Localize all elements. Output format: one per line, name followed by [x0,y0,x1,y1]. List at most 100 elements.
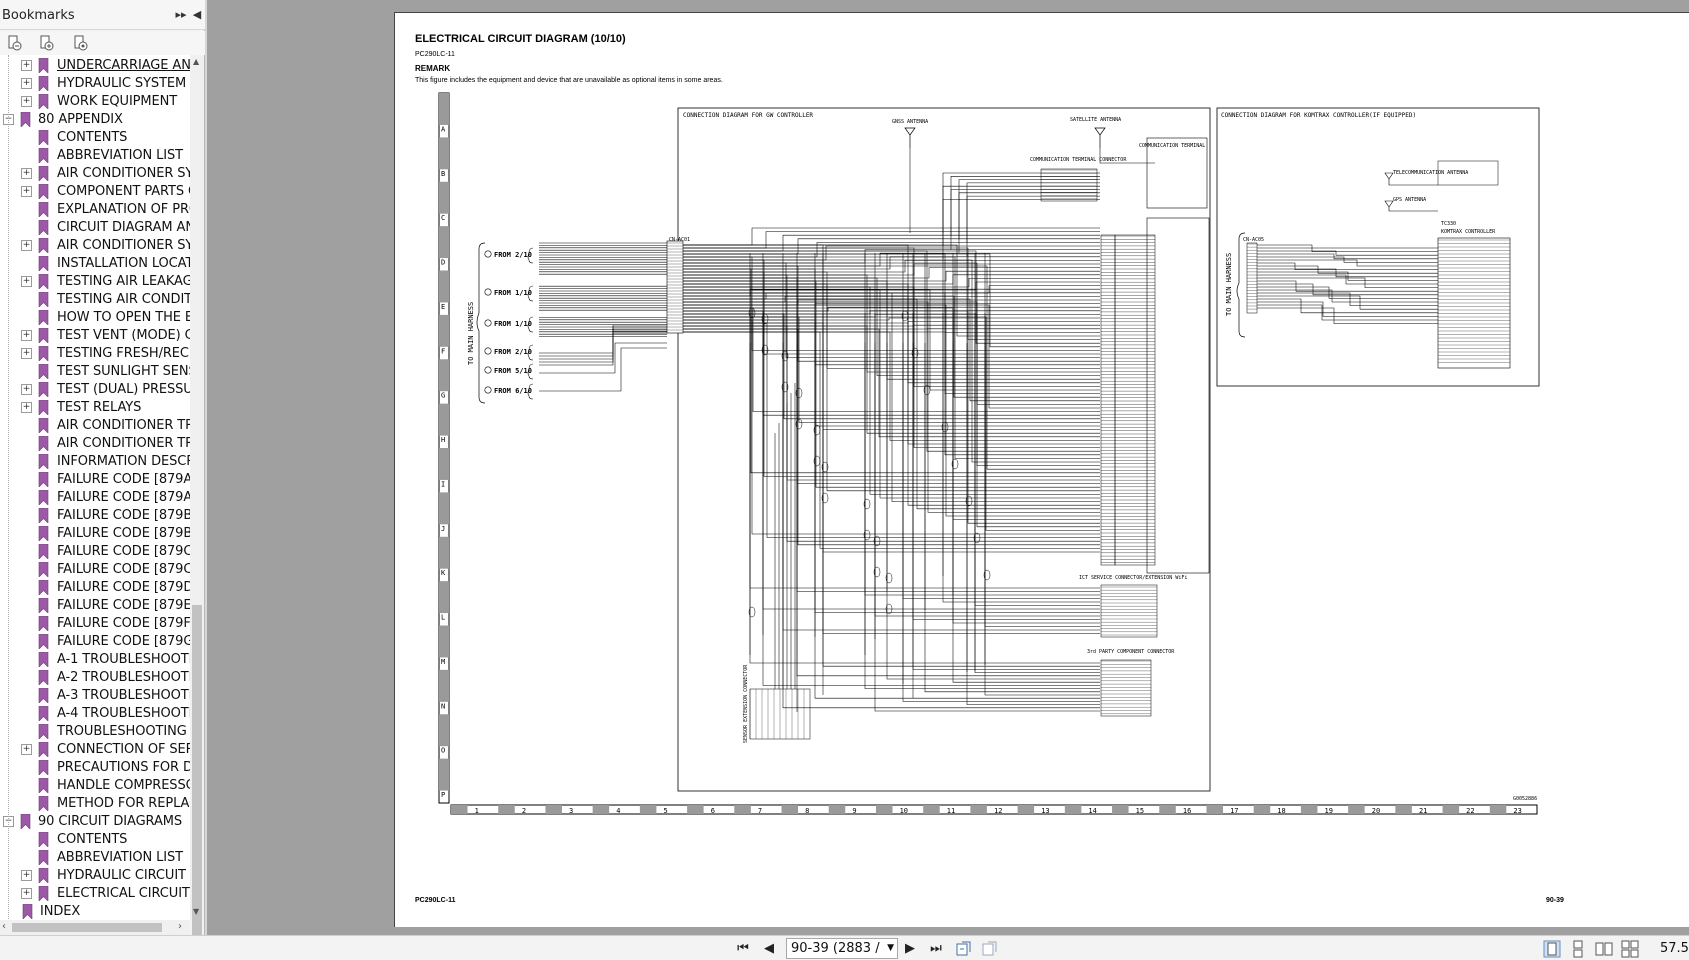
bookmark-item[interactable]: INFORMATION DESCRI [0,453,190,471]
bookmark-item[interactable]: HOW TO OPEN THE E [0,309,190,327]
expand-icon[interactable]: + [21,60,32,71]
expand-icon[interactable]: + [21,240,32,251]
bookmark-item[interactable]: ABBREVIATION LIST [0,147,190,165]
bookmark-item[interactable]: FAILURE CODE [879CK [0,543,190,561]
bookmark-item[interactable]: FAILURE CODE [879GK [0,633,190,651]
bookmark-item[interactable]: A-3 TROUBLESHOOTIN [0,687,190,705]
bookmark-item[interactable]: PRECAUTIONS FOR DIS [0,759,190,777]
scroll-left-icon[interactable]: ‹ [2,921,6,932]
bookmark-item[interactable]: EXPLANATION OF PRO [0,201,190,219]
zoom-level[interactable]: 57.59 [1660,941,1689,956]
bookmark-item[interactable]: +HYDRAULIC CIRCUIT D [0,867,190,885]
bookmark-item[interactable]: CIRCUIT DIAGRAM AND [0,219,190,237]
wire [1247,295,1438,310]
bookmarks-vertical-scrollbar[interactable]: ▲ ▼ [190,55,204,945]
bookmark-item[interactable]: CONTENTS [0,831,190,849]
find-bookmark-icon[interactable] [72,34,90,52]
expand-icon[interactable]: + [21,402,32,413]
bookmark-item[interactable]: +AIR CONDITIONER SYS [0,237,190,255]
wire [942,313,1100,603]
bookmark-item[interactable]: CONTENTS [0,129,190,147]
bookmark-label: TROUBLESHOOTING U [57,724,190,739]
single-page-view-icon[interactable] [1543,940,1561,958]
bookmark-item[interactable]: A-4 TROUBLESHOOTIN [0,705,190,723]
bookmark-item[interactable]: ABBREVIATION LIST [0,849,190,867]
last-page-icon[interactable]: ⏭ [930,941,942,956]
bookmark-label: UNDERCARRIAGE AND [57,58,190,73]
bookmarks-horizontal-scrollbar[interactable]: ‹ › [0,920,190,935]
bookmark-item[interactable]: + UNDERCARRIAGE AND [0,57,190,75]
scroll-right-icon[interactable]: › [178,921,182,932]
scroll-up-icon[interactable]: ▲ [193,57,200,66]
bookmark-item[interactable]: TESTING AIR CONDITI [0,291,190,309]
next-page-icon[interactable]: ▶ [905,941,915,956]
bookmark-item[interactable]: +TEST (DUAL) PRESSUR [0,381,190,399]
bookmark-item[interactable]: METHOD FOR REPLACI [0,795,190,813]
options-menu-icon[interactable]: ▸▸ [175,8,187,21]
next-view-icon[interactable] [980,940,998,958]
from-label: FROM 1/10 [494,289,532,297]
new-bookmark-icon[interactable] [38,34,56,52]
bookmark-item[interactable]: +ELECTRICAL CIRCUIT D [0,885,190,903]
expand-icon[interactable]: + [21,168,32,179]
expand-icon[interactable]: + [21,384,32,395]
expand-icon[interactable]: + [21,96,32,107]
bookmark-item[interactable]: +HYDRAULIC SYSTEM [0,75,190,93]
previous-view-icon[interactable] [954,940,972,958]
bookmark-item[interactable]: −90 CIRCUIT DIAGRAMS [0,813,190,831]
expand-icon[interactable]: + [21,78,32,89]
horizontal-scroll-thumb[interactable] [12,923,162,932]
komtrax-box-label: CONNECTION DIAGRAM FOR KOMTRAX CONTROLLE… [1221,112,1416,119]
first-page-icon[interactable]: ⏮ [737,941,749,956]
document-page: ELECTRICAL CIRCUIT DIAGRAM (10/10) PC290… [394,12,1689,927]
expand-icon[interactable]: + [21,276,32,287]
bookmark-item[interactable]: +CONNECTION OF SERV [0,741,190,759]
expand-icon[interactable]: + [21,888,32,899]
continuous-view-icon[interactable] [1569,940,1587,958]
bookmark-item[interactable]: FAILURE CODE [879DK [0,579,190,597]
bookmark-item[interactable]: FAILURE CODE [879BK [0,507,190,525]
scroll-down-icon[interactable]: ▼ [193,907,200,916]
bookmark-item[interactable]: A-2 TROUBLESHOOTIN [0,669,190,687]
expand-icon[interactable]: + [21,186,32,197]
previous-page-icon[interactable]: ◀ [764,941,774,956]
bookmark-item[interactable]: +COMPONENT PARTS C [0,183,190,201]
bookmark-item[interactable]: FAILURE CODE [879EM [0,597,190,615]
bookmark-item[interactable]: −80 APPENDIX [0,111,190,129]
expand-icon[interactable]: + [21,330,32,341]
bookmark-item[interactable]: FAILURE CODE [879CK [0,561,190,579]
collapse-panel-icon[interactable]: ◀ [192,8,202,21]
bookmark-item[interactable]: +WORK EQUIPMENT [0,93,190,111]
bookmark-item[interactable]: AIR CONDITIONER TRO [0,435,190,453]
bookmark-item[interactable]: AIR CONDITIONER TRO [0,417,190,435]
expand-icon[interactable]: + [21,348,32,359]
bookmark-item[interactable]: +TESTING FRESH/RECIR [0,345,190,363]
bookmark-item[interactable]: A-1 TROUBLESHOOTIN [0,651,190,669]
expand-icon[interactable]: + [21,744,32,755]
bookmark-item[interactable]: INSTALLATION LOCAT [0,255,190,273]
expand-icon[interactable]: + [21,870,32,881]
continuous-facing-view-icon[interactable] [1621,940,1639,958]
wire [942,199,1100,260]
wire [683,281,1100,291]
facing-view-icon[interactable] [1595,940,1613,958]
twisted-pair-marker [781,350,789,362]
scroll-thumb[interactable] [192,605,202,945]
bookmark-item[interactable]: TEST SUNLIGHT SENS [0,363,190,381]
bookmark-item[interactable]: HANDLE COMPRESSOR [0,777,190,795]
bookmark-item[interactable]: FAILURE CODE [879BK [0,525,190,543]
bookmark-item[interactable]: TROUBLESHOOTING U [0,723,190,741]
page-dropdown-icon[interactable]: ▼ [887,943,894,953]
bookmark-item[interactable]: FAILURE CODE [879AK [0,489,190,507]
bookmark-item[interactable]: FAILURE CODE [879FM [0,615,190,633]
bookmark-item[interactable]: +TEST VENT (MODE) C [0,327,190,345]
bookmark-item[interactable]: +TEST RELAYS [0,399,190,417]
expand-bookmarks-icon[interactable] [6,34,24,52]
panel-splitter[interactable] [205,0,207,935]
bookmark-item[interactable]: +TESTING AIR LEAKAGE [0,273,190,291]
page-number-field[interactable]: 90-39 (2883 / 29 ▼ [786,938,898,959]
bookmark-item[interactable]: +AIR CONDITIONER SYS [0,165,190,183]
bookmark-item[interactable]: FAILURE CODE [879AK [0,471,190,489]
bookmark-item[interactable]: INDEX [0,903,190,920]
